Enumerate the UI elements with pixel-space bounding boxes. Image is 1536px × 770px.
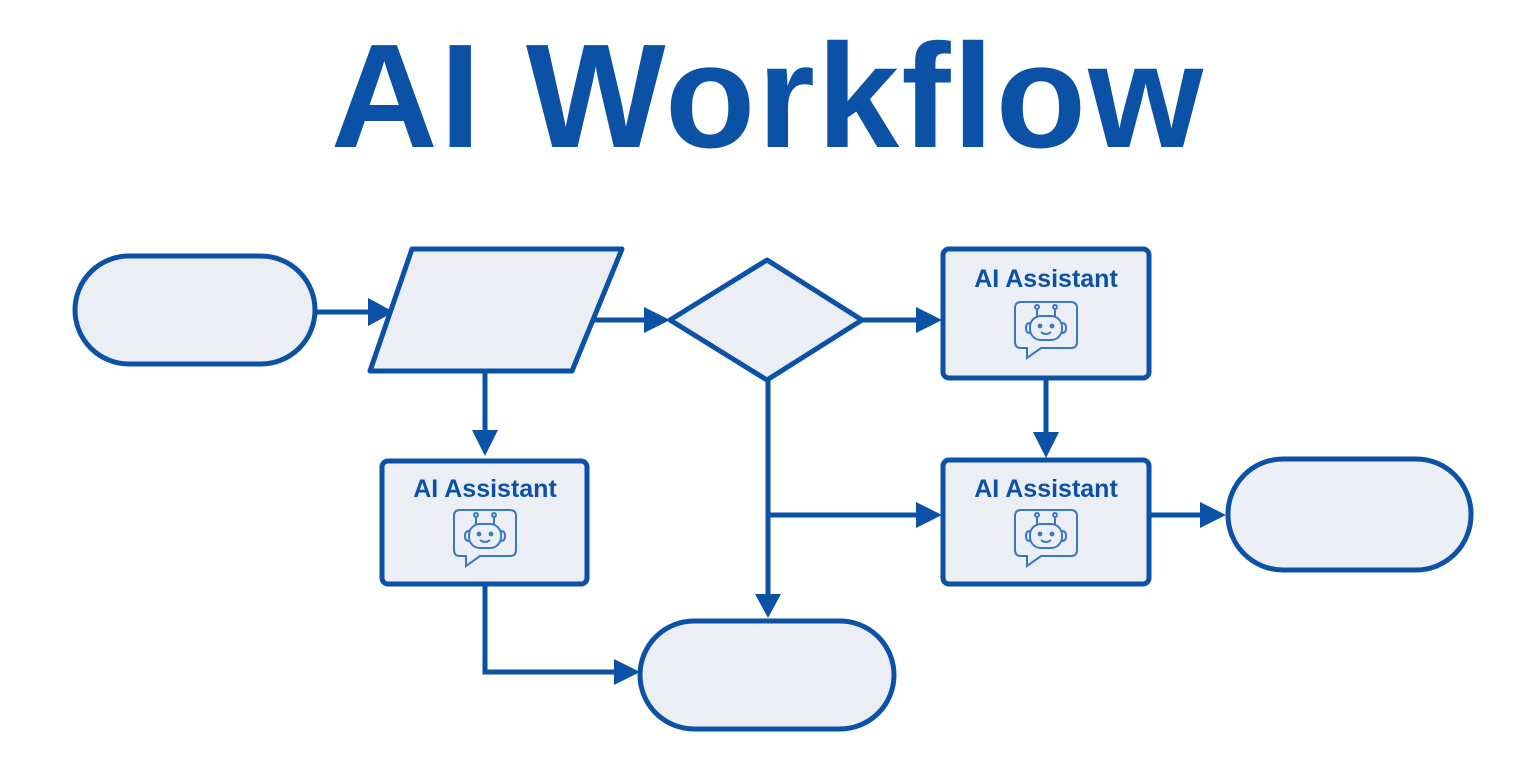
edge-ai-left-to-end-bottom [482, 584, 640, 685]
node-ai-assistant-top-right[interactable]: AI Assistant [940, 246, 1152, 381]
edge-decision-to-ai-top-right [862, 307, 942, 333]
node-decision-diamond[interactable] [667, 257, 865, 383]
ai-assistant-label: AI Assistant [974, 265, 1118, 293]
edge-start-to-input [316, 298, 394, 326]
edge-input-to-decision [592, 307, 670, 333]
node-end-right-terminator[interactable] [1225, 456, 1474, 573]
edge-decision-to-ai-bottom-right [768, 502, 942, 528]
edge-input-to-ai-left [472, 372, 498, 456]
node-input-parallelogram[interactable] [367, 246, 625, 374]
node-ai-assistant-bottom-right[interactable]: AI Assistant [940, 457, 1152, 587]
edge-ai-top-right-to-ai-bottom-right [1033, 378, 1059, 458]
node-ai-assistant-left[interactable]: AI Assistant [379, 458, 590, 587]
edge-ai-bottom-right-to-end-right [1150, 502, 1226, 528]
diagram-title: AI Workflow [330, 14, 1206, 179]
node-end-bottom-terminator[interactable] [637, 618, 897, 732]
edge-decision-to-end-bottom [755, 380, 781, 618]
ai-assistant-label: AI Assistant [974, 475, 1118, 503]
node-start-terminator[interactable] [72, 253, 318, 367]
ai-assistant-label: AI Assistant [413, 475, 557, 503]
